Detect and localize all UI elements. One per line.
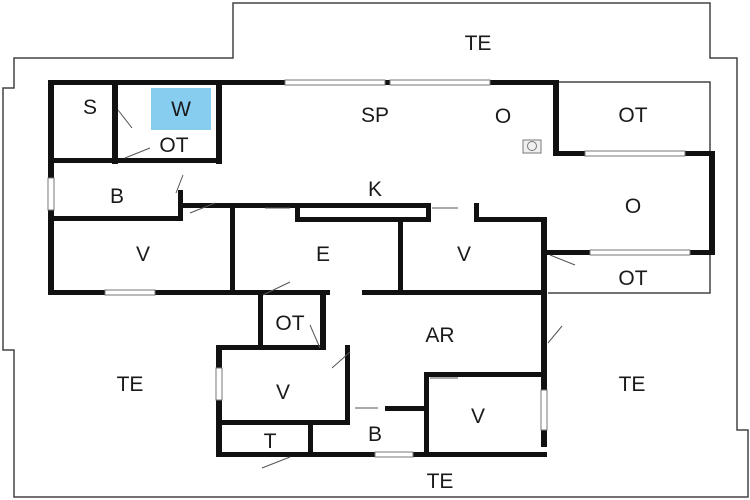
light-boundaries (548, 81, 711, 294)
room-b-lower: B (368, 423, 382, 446)
room-ot-lower-right: OT (618, 267, 647, 290)
room-s: S (83, 96, 97, 119)
room-b-left: B (110, 185, 124, 208)
room-v-left: V (136, 243, 150, 266)
room-ot-small: OT (159, 134, 188, 157)
room-t: T (264, 430, 277, 453)
room-te-bottom: TE (427, 470, 454, 493)
room-e: E (316, 243, 330, 266)
room-w: W (171, 98, 191, 121)
room-labels: TE S W SP O OT OT K B O V E V OT OT AR T… (83, 32, 648, 493)
room-v-lower-right: V (471, 405, 485, 428)
room-v-lower-left: V (276, 381, 290, 404)
room-k: K (368, 178, 382, 201)
room-o-right: O (625, 195, 641, 218)
room-v-center: V (457, 243, 471, 266)
room-te-right: TE (619, 373, 646, 396)
room-ot-center: OT (275, 312, 304, 335)
room-ar: AR (425, 324, 454, 347)
windows (47, 79, 691, 458)
room-ot-upper-right: OT (618, 104, 647, 127)
walls (48, 80, 715, 457)
room-te-left: TE (117, 373, 144, 396)
doors (117, 109, 576, 469)
room-o-upper: O (495, 105, 511, 128)
room-sp: SP (361, 104, 389, 127)
w-room-highlight (151, 88, 211, 130)
room-te-top: TE (465, 32, 492, 55)
